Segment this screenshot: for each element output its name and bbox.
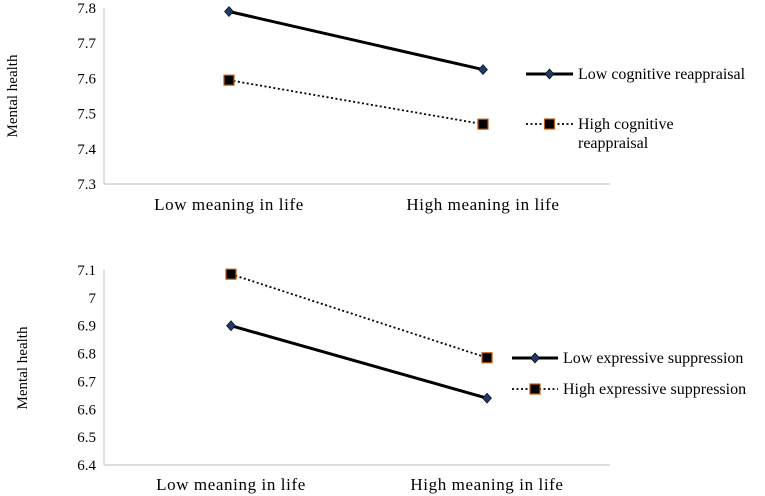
legend-entry: Low cognitive reappraisal	[526, 66, 746, 83]
legend-label: High expressive suppression	[563, 381, 746, 398]
data-point-square	[225, 268, 237, 280]
y-tick-label: 7.7	[77, 36, 96, 52]
legend-entry: High expressive suppression	[512, 381, 746, 398]
legend-label: High cognitive	[578, 116, 674, 133]
legend-marker-square	[529, 383, 541, 395]
legend-label: Low expressive suppression	[563, 350, 743, 367]
legend-label: reappraisal	[578, 135, 649, 152]
legend-marker-square	[543, 118, 556, 130]
series-2	[223, 74, 489, 130]
y-tick-label: 6.8	[77, 347, 96, 363]
legend-entry: High cognitive reappraisal	[526, 116, 674, 152]
data-point-square	[481, 352, 493, 364]
x-category-label: Low meaning in life	[154, 195, 304, 214]
y-tick-label: 6.5	[77, 430, 96, 446]
y-tick-label: 7.5	[77, 107, 96, 123]
series-line	[228, 10, 484, 72]
series-1	[226, 320, 492, 404]
legend-marker-diamond	[530, 352, 540, 364]
legend-marker-diamond	[544, 68, 555, 80]
series-line	[230, 324, 488, 400]
y-tick-label: 7.6	[77, 71, 96, 87]
y-tick-label: 6.6	[77, 402, 96, 418]
series-line	[230, 273, 488, 359]
y-tick-label: 7	[89, 291, 97, 307]
legend-entry: Low expressive suppression	[512, 350, 743, 367]
y-tick-label: 7.4	[77, 142, 96, 158]
x-category-label: Low meaning in life	[156, 475, 306, 494]
series-line	[228, 79, 484, 126]
y-tick-label: 7.8	[77, 1, 96, 17]
x-category-label: High meaning in life	[406, 195, 559, 214]
legend-label: Low cognitive reappraisal	[578, 66, 746, 83]
y-axis-label: Mental health	[5, 54, 21, 137]
series-2	[225, 268, 493, 364]
series-1	[224, 6, 488, 76]
y-tick-label: 7.1	[77, 263, 96, 279]
x-category-label: High meaning in life	[410, 475, 563, 494]
data-point-diamond	[226, 320, 236, 332]
data-point-square	[223, 74, 235, 86]
y-tick-label: 6.4	[77, 458, 96, 474]
y-tick-label: 6.9	[77, 319, 96, 335]
data-point-diamond	[224, 6, 234, 17]
data-point-diamond	[482, 392, 492, 404]
data-point-square	[477, 118, 489, 130]
y-axis-label: Mental health	[15, 326, 31, 409]
y-tick-label: 6.7	[77, 374, 96, 390]
data-point-diamond	[478, 64, 488, 76]
y-tick-label: 7.3	[77, 177, 96, 193]
